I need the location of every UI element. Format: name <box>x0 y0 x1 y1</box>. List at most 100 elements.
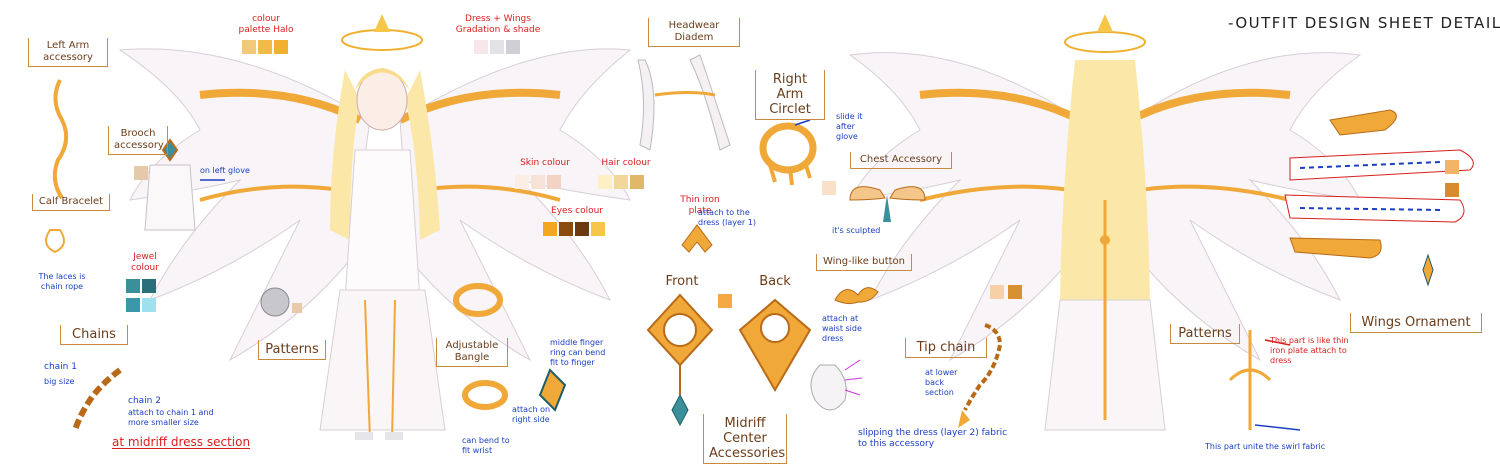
swatch <box>142 279 156 293</box>
page-title: -OUTFIT DESIGN SHEET DETAIL- <box>1228 14 1500 32</box>
note-big-size: big size <box>44 377 75 386</box>
label-right-arm: Right Arm Circlet <box>755 70 825 120</box>
thin-iron-plate-drawing <box>681 224 713 253</box>
back-wings <box>848 52 1362 362</box>
label-patterns-right: Patterns <box>1170 324 1240 344</box>
brooch-drawing <box>161 138 179 162</box>
palette-dress: Dress + Wings Gradation & shade <box>455 14 541 54</box>
note-slide-it: slide it after glove <box>836 112 863 141</box>
label-front: Front <box>665 274 699 289</box>
midriff-accessory-sketch <box>810 364 847 411</box>
label-midriff: Midriff Center Accessories <box>703 414 787 464</box>
swatch <box>126 298 140 312</box>
right-pattern-drawing <box>1228 330 1272 430</box>
label-tip-chain: Tip chain <box>905 338 987 358</box>
chest-accessory-drawing <box>849 186 926 222</box>
swatch <box>575 222 589 236</box>
wings-ornament-piece <box>1289 237 1382 259</box>
swatch <box>134 166 148 180</box>
swatch <box>598 175 612 189</box>
swatch <box>274 40 288 54</box>
label-wings-ornament: Wings Ornament <box>1350 313 1482 333</box>
front-medallion <box>646 293 714 427</box>
left-arm-accessory-drawing <box>52 79 69 200</box>
swatch <box>630 175 644 189</box>
palette-halo: colour palette Halo <box>236 14 296 54</box>
label-calf-bracelet: Calf Bracelet <box>32 194 110 211</box>
palette-skin-title: Skin colour <box>520 158 570 168</box>
palette-eyes: Eyes colour <box>543 206 611 236</box>
note-waist-side: attach at waist side dress <box>822 314 862 343</box>
swatch <box>1445 160 1459 174</box>
swatch <box>515 175 529 189</box>
right-bangle-gem <box>538 368 567 412</box>
circlet-drawing <box>759 122 817 186</box>
note-sculpted: it's sculpted <box>832 226 881 235</box>
swatch <box>490 40 504 54</box>
swatch <box>126 279 140 293</box>
label-adjustable-bangle: Adjustable Bangle <box>436 338 508 367</box>
label-chest: Chest Accessory <box>850 152 952 169</box>
label-patterns-left: Patterns <box>258 340 326 360</box>
swatch <box>1008 285 1022 299</box>
swatch <box>822 181 836 195</box>
label-brooch: Brooch accessory <box>108 126 168 155</box>
swatch <box>142 298 156 312</box>
tip-chain-drawing <box>958 323 1003 428</box>
chain-drawing <box>72 367 122 431</box>
back-figure <box>1044 14 1166 431</box>
front-figure <box>319 14 446 441</box>
bangle-drawing <box>453 283 503 317</box>
palette-hair-title: Hair colour <box>601 158 651 168</box>
palette-jewel: Jewel colour <box>120 252 170 316</box>
swatch <box>506 40 520 54</box>
swatch <box>591 222 605 236</box>
note-chain2-desc: attach to chain 1 and more smaller size <box>128 408 214 427</box>
rose-pattern-drawing <box>260 287 290 317</box>
palette-eyes-title: Eyes colour <box>551 206 603 216</box>
swatch <box>292 303 302 313</box>
swatch <box>614 175 628 189</box>
note-swirl: This part unite the swirl fabric <box>1205 442 1326 451</box>
note-thin-iron: This part is like thin iron plate attach… <box>1270 336 1349 365</box>
note-attach-right: attach on right side <box>512 405 551 424</box>
palette-thin-iron-title: Thin iron plate <box>680 195 720 216</box>
palette-hair: Hair colour <box>598 158 654 189</box>
palette-dress-title: Dress + Wings Gradation & shade <box>455 14 541 35</box>
swatch <box>474 40 488 54</box>
note-attach-dress: attach to the dress (layer 1) <box>698 208 756 227</box>
label-wing-button: Wing-like button <box>816 254 912 271</box>
wings-ornament-star <box>1422 253 1434 287</box>
brooch-cloth <box>144 164 196 231</box>
wings-ornament-top <box>1329 109 1397 136</box>
note-chain1: chain 1 <box>44 362 77 372</box>
note-on-left-glove: on left glove <box>200 166 250 175</box>
palette-jewel-title: Jewel colour <box>131 252 159 273</box>
note-chain2: chain 2 <box>128 396 161 406</box>
label-headwear: Headwear Diadem <box>648 18 740 47</box>
label-left-arm: Left Arm accessory <box>28 38 108 67</box>
palette-halo-title: colour palette Halo <box>238 14 294 35</box>
label-chains: Chains <box>60 325 128 345</box>
swatch <box>718 294 732 308</box>
wing-button-drawing <box>834 287 879 305</box>
note-slipping: slipping the dress (layer 2) fabric to t… <box>858 428 1008 449</box>
label-back: Back <box>759 274 791 289</box>
palette-skin: Skin colour <box>515 158 575 189</box>
calf-bracelet-drawing <box>45 229 65 254</box>
note-can-bend: can bend to fit wrist <box>462 436 510 455</box>
swatch <box>547 175 561 189</box>
note-middle-finger: middle finger ring can bend fit to finge… <box>550 338 606 367</box>
headwear-diadem-drawing <box>637 54 731 151</box>
swatch <box>559 222 573 236</box>
swatch <box>1445 183 1459 197</box>
note-midriff-section: at midriff dress section <box>112 435 251 449</box>
swatch <box>242 40 256 54</box>
back-medallion <box>738 298 812 392</box>
swatch <box>258 40 272 54</box>
swatch <box>531 175 545 189</box>
note-laces: The laces is chain rope <box>38 272 86 291</box>
wrist-bangle-drawing <box>462 380 508 410</box>
note-lower-back: at lower back section <box>925 368 958 397</box>
